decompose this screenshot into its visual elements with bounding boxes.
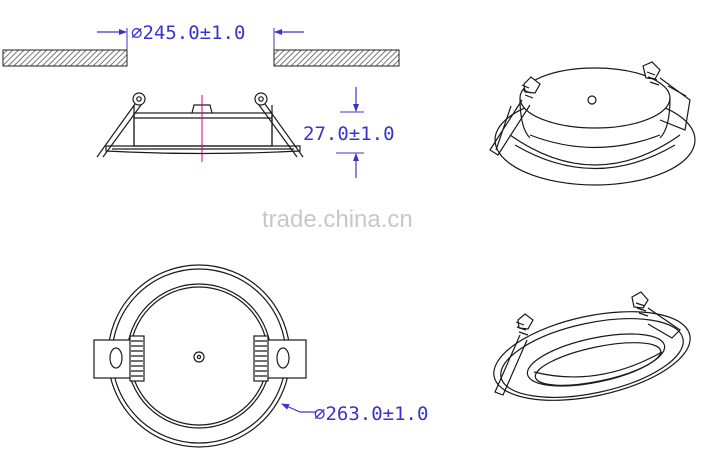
clip-left-bottom (494, 313, 534, 396)
perspective-view-bottom (493, 291, 691, 401)
bracket-left (93, 335, 145, 382)
center-fitting (587, 95, 597, 105)
outer-dimension: ⌀263.0±1.0 (281, 403, 428, 425)
ceiling-panel-left (2, 49, 128, 67)
side-elevation-view (96, 92, 304, 162)
bracket-right (253, 335, 307, 382)
flange (105, 145, 301, 155)
perspective-view-top (489, 61, 696, 186)
spring-clip-right (254, 92, 304, 158)
plan-view (93, 264, 307, 448)
outer-dimension-label: ⌀263.0±1.0 (314, 403, 428, 425)
center-hole (193, 351, 205, 363)
clip-right-bottom (631, 291, 681, 339)
clip-right-top (642, 61, 691, 131)
height-dimension-label: 27.0±1.0 (303, 123, 395, 145)
watermark: trade.china.cn (262, 206, 413, 233)
height-dimension: 27.0±1.0 (303, 87, 395, 178)
cutout-dimension-label: ⌀245.0±1.0 (131, 22, 245, 44)
clip-left-top (489, 76, 541, 156)
trim-outer (493, 311, 691, 401)
spring-clip-left (96, 92, 146, 158)
trim-inner (526, 333, 666, 387)
ceiling-panel-right (273, 49, 400, 67)
ceiling-cutout-view: ⌀245.0±1.0 (2, 22, 400, 67)
